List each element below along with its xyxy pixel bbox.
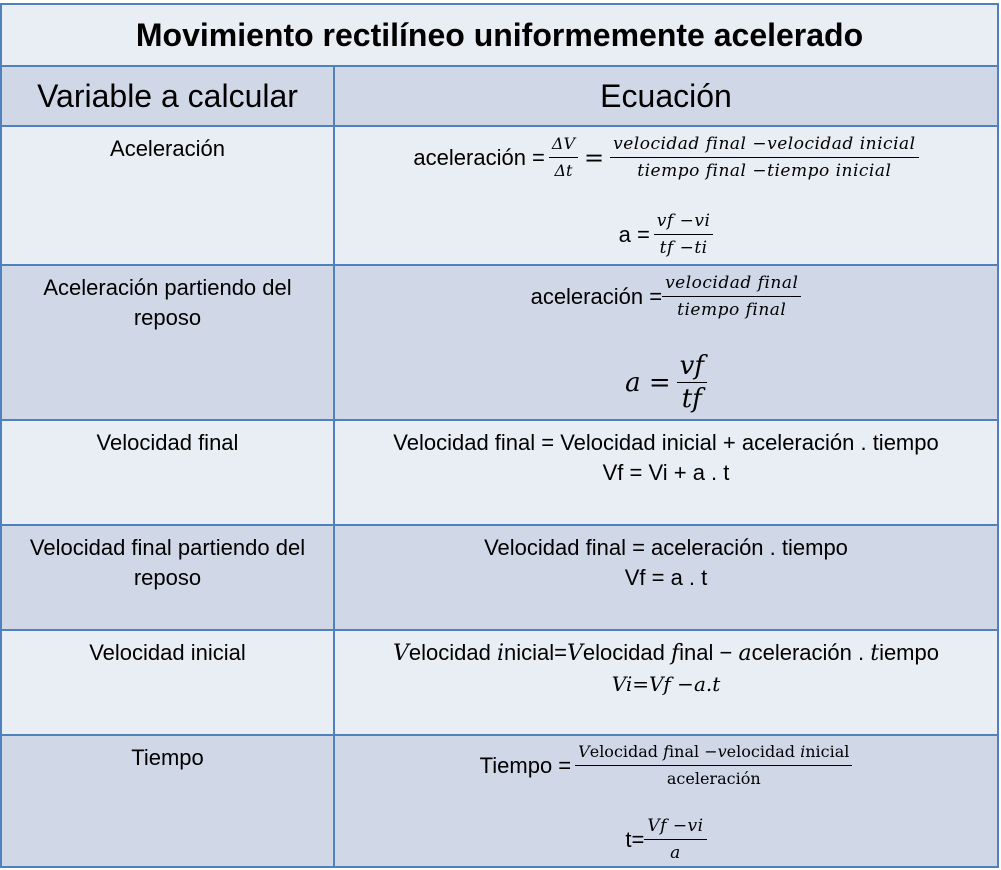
row-final-velocity-from-rest-variable-cell: Velocidad final partiendo del reposo bbox=[2, 526, 335, 631]
time-fraction: Velocidad final −velocidad inicial acele… bbox=[575, 739, 853, 792]
equation-lhs: aceleración = bbox=[413, 144, 545, 170]
row-acceleration-from-rest-equation-cell: aceleración = velocidad final tiempo fin… bbox=[335, 266, 999, 421]
equation-segment: iempo bbox=[879, 640, 939, 665]
fraction-denominator: aceleración bbox=[666, 769, 761, 788]
time-symbol-equation: t= Vf −vi a bbox=[335, 813, 997, 866]
row-time-variable-cell: Tiempo bbox=[2, 736, 335, 868]
equation-lhs: aceleración = bbox=[530, 283, 663, 309]
equation-segment: celeración . bbox=[751, 640, 871, 665]
row-final-velocity-equation-cell: Velocidad final = Velocidad inicial + ac… bbox=[335, 421, 999, 526]
header-equation-cell: Ecuación bbox=[335, 67, 999, 127]
fraction-numerator: ΔV bbox=[548, 131, 579, 158]
final-velocity-symbol-equation: Vf = Vi + a . t bbox=[602, 460, 730, 485]
table-title: Movimiento rectilíneo uniformemente acel… bbox=[135, 16, 864, 53]
equation-segment: v bbox=[717, 742, 727, 761]
row-variable-label: Velocidad final partiendo del reposo bbox=[29, 535, 306, 590]
acceleration-from-rest-equation: aceleración = velocidad final tiempo fin… bbox=[335, 270, 997, 323]
row-final-velocity-variable-cell: Velocidad final bbox=[2, 421, 335, 526]
equation-segment: f bbox=[663, 742, 670, 761]
header-equation: Ecuación bbox=[600, 77, 732, 114]
equations-table: Movimiento rectilíneo uniformemente acel… bbox=[0, 3, 999, 868]
fraction-denominator: Δt bbox=[554, 161, 573, 180]
equation-segment: V bbox=[578, 742, 590, 761]
initial-velocity-word-equation: Velocidad inicial=Velocidad final − acel… bbox=[335, 638, 997, 669]
equation-segment: elocidad bbox=[589, 742, 664, 761]
row-acceleration-variable-cell: Aceleración bbox=[2, 127, 335, 266]
row-acceleration-equation-cell: aceleración = ΔV Δt = velocidad final −v… bbox=[335, 127, 999, 266]
acceleration-from-rest-short-equation: a = vf tf bbox=[335, 350, 997, 415]
equation-lhs: t= bbox=[625, 826, 645, 852]
final-velocity-word-equation: Velocidad final = Velocidad inicial + ac… bbox=[393, 430, 939, 455]
equation-segment: V bbox=[567, 641, 583, 666]
equation-segment: elocidad bbox=[582, 640, 671, 665]
row-initial-velocity-equation-cell: Velocidad inicial=Velocidad final − acel… bbox=[335, 631, 999, 736]
fraction-denominator: tiempo final −tiempo inicial bbox=[637, 161, 892, 181]
acceleration-definition-equation: aceleración = ΔV Δt = velocidad final −v… bbox=[335, 131, 997, 184]
equation-segment: i bbox=[800, 742, 806, 761]
equation-segment: inal − bbox=[669, 742, 718, 761]
equation-segment: a bbox=[738, 641, 752, 666]
fraction-denominator: tf bbox=[681, 384, 702, 414]
velocity-time-fraction: velocidad final tiempo final bbox=[662, 270, 802, 323]
equation-segment: nicial bbox=[805, 742, 850, 761]
acceleration-short-equation: a = vf −vi tf −ti bbox=[335, 208, 997, 261]
short-fraction: Vf −vi a bbox=[644, 813, 707, 866]
fraction-numerator: vf −vi bbox=[653, 208, 714, 235]
table-title-cell: Movimiento rectilíneo uniformemente acel… bbox=[2, 5, 999, 67]
fraction-numerator: vf bbox=[676, 350, 707, 383]
delta-fraction: ΔV Δt bbox=[548, 131, 579, 184]
row-time-equation-cell: Tiempo = Velocidad final −velocidad inic… bbox=[335, 736, 999, 868]
final-velocity-from-rest-word-equation: Velocidad final = aceleración . tiempo bbox=[484, 535, 848, 560]
equation-segment: t bbox=[870, 641, 880, 666]
equation-lhs: a = bbox=[625, 367, 671, 398]
short-fraction: vf −vi tf −ti bbox=[653, 208, 714, 261]
header-variable: Variable a calcular bbox=[37, 77, 298, 114]
row-initial-velocity-variable-cell: Velocidad inicial bbox=[2, 631, 335, 736]
fraction-numerator: velocidad final −velocidad inicial bbox=[610, 131, 919, 158]
initial-velocity-symbol-equation: Vi=Vf −a.t bbox=[611, 672, 721, 696]
row-variable-label: Velocidad inicial bbox=[89, 640, 246, 665]
equation-lhs: Tiempo = bbox=[479, 752, 572, 778]
fraction-numerator: Vf −vi bbox=[644, 813, 707, 840]
equation-segment: elocidad bbox=[408, 640, 497, 665]
equation-lhs: a = bbox=[618, 221, 650, 247]
velocity-time-fraction: velocidad final −velocidad inicial tiemp… bbox=[610, 131, 919, 184]
row-variable-label: Aceleración bbox=[110, 136, 225, 161]
final-velocity-from-rest-symbol-equation: Vf = a . t bbox=[624, 565, 708, 590]
fraction-denominator: tf −ti bbox=[659, 238, 708, 258]
fraction-numerator: Velocidad final −velocidad inicial bbox=[575, 739, 853, 766]
row-variable-label: Tiempo bbox=[131, 745, 204, 770]
fraction-denominator: a bbox=[670, 843, 681, 863]
equation-segment: i bbox=[496, 641, 505, 666]
time-word-equation: Tiempo = Velocidad final −velocidad inic… bbox=[335, 739, 997, 792]
short-fraction: vf tf bbox=[676, 350, 707, 415]
header-variable-cell: Variable a calcular bbox=[2, 67, 335, 127]
equation-segment: inal − bbox=[679, 640, 739, 665]
row-variable-label: Velocidad final bbox=[96, 430, 239, 455]
equation-segment: V bbox=[393, 641, 409, 666]
row-acceleration-from-rest-variable-cell: Aceleración partiendo del reposo bbox=[2, 266, 335, 421]
equals-sign: = bbox=[584, 143, 605, 172]
row-variable-label: Aceleración partiendo del reposo bbox=[43, 275, 292, 330]
row-final-velocity-from-rest-equation-cell: Velocidad final = aceleración . tiempo V… bbox=[335, 526, 999, 631]
fraction-numerator: velocidad final bbox=[662, 270, 802, 297]
equation-segment: f bbox=[670, 641, 680, 666]
fraction-denominator: tiempo final bbox=[677, 300, 787, 320]
equation-segment: elocidad bbox=[726, 742, 801, 761]
equation-segment: nicial= bbox=[504, 640, 568, 665]
